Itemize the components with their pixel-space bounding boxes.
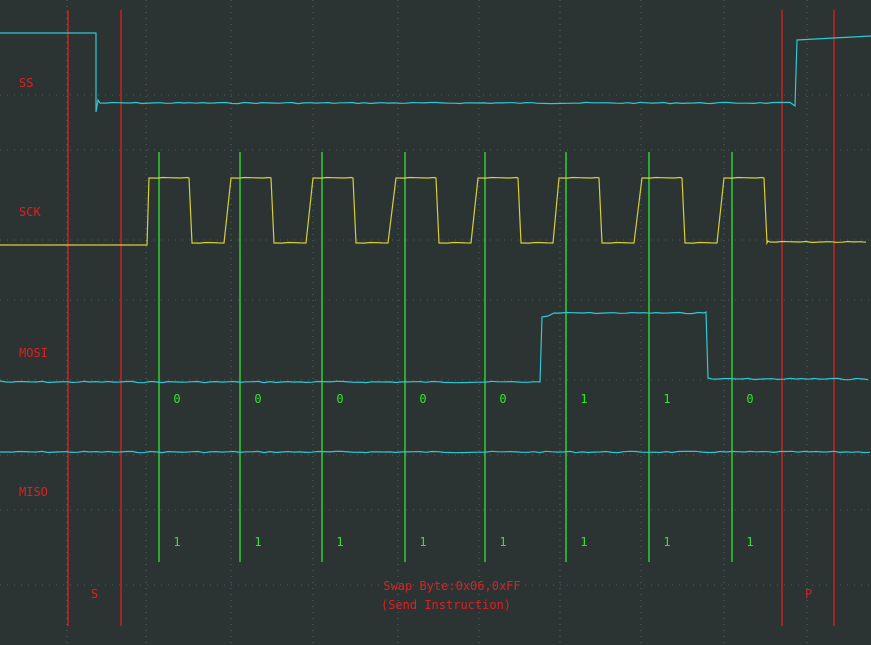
miso-bit-label: 1 <box>499 535 506 549</box>
decode-line-2: (Send Instruction) <box>381 598 511 612</box>
mosi-bit-label: 0 <box>746 392 753 406</box>
bit-labels: 0 1 0 1 0 1 0 1 0 1 1 1 1 1 0 1 <box>173 392 753 549</box>
sample-lines <box>158 152 733 562</box>
trace-miso <box>0 450 871 454</box>
mosi-bit-label: 0 <box>336 392 343 406</box>
trace-ss <box>0 32 871 113</box>
start-marker-label: S <box>91 587 98 601</box>
miso-bit-label: 1 <box>580 535 587 549</box>
miso-bit-label: 1 <box>663 535 670 549</box>
miso-bit-label: 1 <box>173 535 180 549</box>
decode-line-1: Swap Byte:0x06,0xFF <box>383 579 520 593</box>
channel-label-miso: MISO <box>19 485 48 499</box>
mosi-bit-label: 0 <box>499 392 506 406</box>
miso-bit-label: 1 <box>746 535 753 549</box>
channel-label-mosi: MOSI <box>19 346 48 360</box>
mosi-bit-label: 0 <box>173 392 180 406</box>
miso-bit-label: 1 <box>419 535 426 549</box>
waveform-traces <box>0 32 871 454</box>
trace-sck <box>0 176 867 246</box>
stop-marker-label: P <box>805 587 812 601</box>
trace-mosi <box>0 311 869 384</box>
mosi-bit-label: 0 <box>419 392 426 406</box>
start-stop-markers <box>67 10 835 626</box>
miso-bit-label: 1 <box>254 535 261 549</box>
mosi-bit-label: 1 <box>663 392 670 406</box>
channel-label-ss: SS <box>19 76 33 90</box>
mosi-bit-label: 1 <box>580 392 587 406</box>
mosi-bit-label: 0 <box>254 392 261 406</box>
miso-bit-label: 1 <box>336 535 343 549</box>
channel-label-sck: SCK <box>19 205 41 219</box>
